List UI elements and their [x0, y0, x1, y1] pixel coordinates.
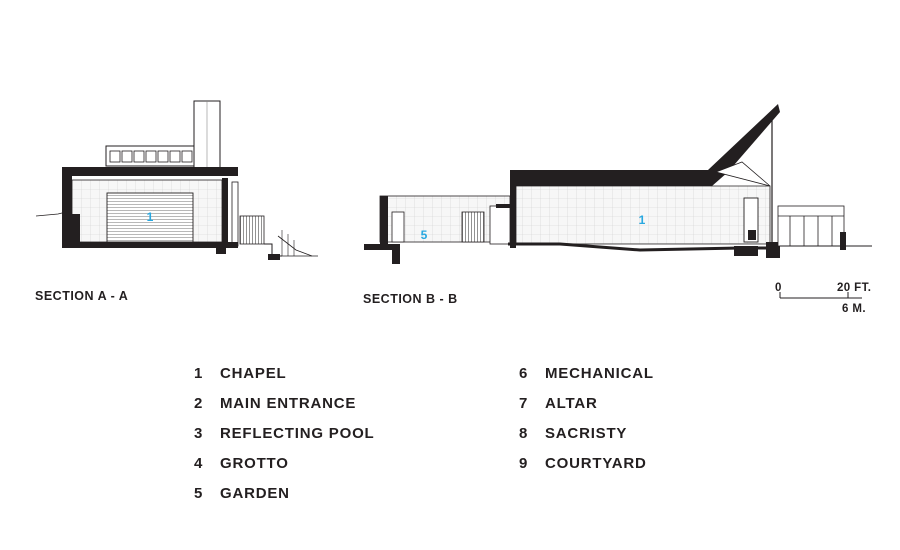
legend-number: 9: [519, 454, 529, 472]
section-a-drawing: 1: [35, 100, 318, 260]
legend-item: 6 MECHANICAL: [519, 358, 654, 388]
legend-item: 4 GROTTO: [194, 448, 375, 478]
legend-number: 2: [194, 394, 204, 412]
legend-label: MECHANICAL: [545, 364, 654, 382]
legend-label: CHAPEL: [220, 364, 287, 382]
section-b-room-tag-chapel: 1: [639, 213, 646, 227]
legend-number: 3: [194, 424, 204, 442]
legend-label: GARDEN: [220, 484, 290, 502]
legend-label: MAIN ENTRANCE: [220, 394, 357, 412]
legend-label: ALTAR: [545, 394, 598, 412]
legend-label: GROTTO: [220, 454, 289, 472]
section-a-room-tag: 1: [147, 210, 154, 224]
section-b-room-tag-garden: 5: [421, 228, 428, 242]
legend-number: 5: [194, 484, 204, 502]
legend-item: 2 MAIN ENTRANCE: [194, 388, 375, 418]
legend-item: 8 SACRISTY: [519, 418, 654, 448]
section-a-title: SECTION A - A: [35, 289, 129, 303]
section-b-title: SECTION B - B: [363, 292, 458, 306]
legend-label: COURTYARD: [545, 454, 647, 472]
legend-item: 1 CHAPEL: [194, 358, 375, 388]
legend-item: 3 REFLECTING POOL: [194, 418, 375, 448]
scale-zero: 0: [775, 282, 782, 294]
legend-number: 6: [519, 364, 529, 382]
legend-number: 7: [519, 394, 529, 412]
scale-bar: [779, 292, 862, 299]
legend-item: 7 ALTAR: [519, 388, 654, 418]
section-b-drawing: 5 1: [364, 104, 872, 264]
legend-number: 4: [194, 454, 204, 472]
scale-meters: 6 M.: [842, 303, 866, 315]
scale-feet: 20 FT.: [837, 282, 872, 294]
legend-right-column: 6 MECHANICAL 7 ALTAR 8 SACRISTY 9 COURTYARD: [519, 358, 654, 478]
legend-number: 8: [519, 424, 529, 442]
legend-label: SACRISTY: [545, 424, 628, 442]
legend-item: 5 GARDEN: [194, 478, 375, 508]
legend-number: 1: [194, 364, 204, 382]
legend-label: REFLECTING POOL: [220, 424, 375, 442]
legend-item: 9 COURTYARD: [519, 448, 654, 478]
